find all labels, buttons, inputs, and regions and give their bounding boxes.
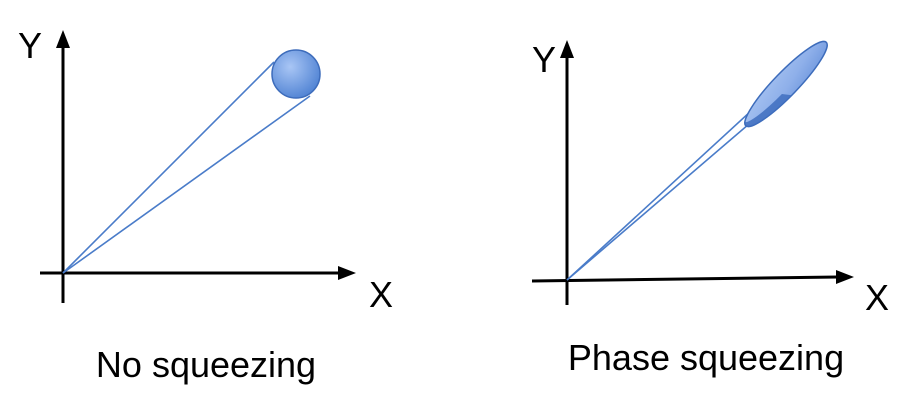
left-y-axis-label: Y bbox=[18, 25, 42, 66]
right-caption: Phase squeezing bbox=[568, 337, 844, 378]
left-uncertainty-circle bbox=[271, 49, 321, 99]
left-y-axis-arrow-icon bbox=[56, 30, 70, 48]
right-panel: Y X Phase squeezing bbox=[531, 39, 889, 378]
left-ray-lower bbox=[62, 95, 311, 274]
left-caption: No squeezing bbox=[96, 344, 316, 385]
right-y-axis-label: Y bbox=[532, 39, 556, 80]
right-x-axis bbox=[531, 275, 839, 283]
right-ray-lower bbox=[566, 123, 750, 281]
left-x-axis-label: X bbox=[369, 274, 393, 315]
right-squeezed-ellipse bbox=[744, 40, 828, 128]
right-x-axis-arrow-icon bbox=[836, 270, 854, 284]
right-x-axis-label: X bbox=[865, 277, 889, 318]
right-y-axis-arrow-icon bbox=[560, 40, 574, 58]
left-x-axis-arrow-icon bbox=[338, 266, 356, 280]
left-panel: Y X No squeezing bbox=[18, 25, 393, 385]
left-ray-upper bbox=[62, 61, 275, 274]
